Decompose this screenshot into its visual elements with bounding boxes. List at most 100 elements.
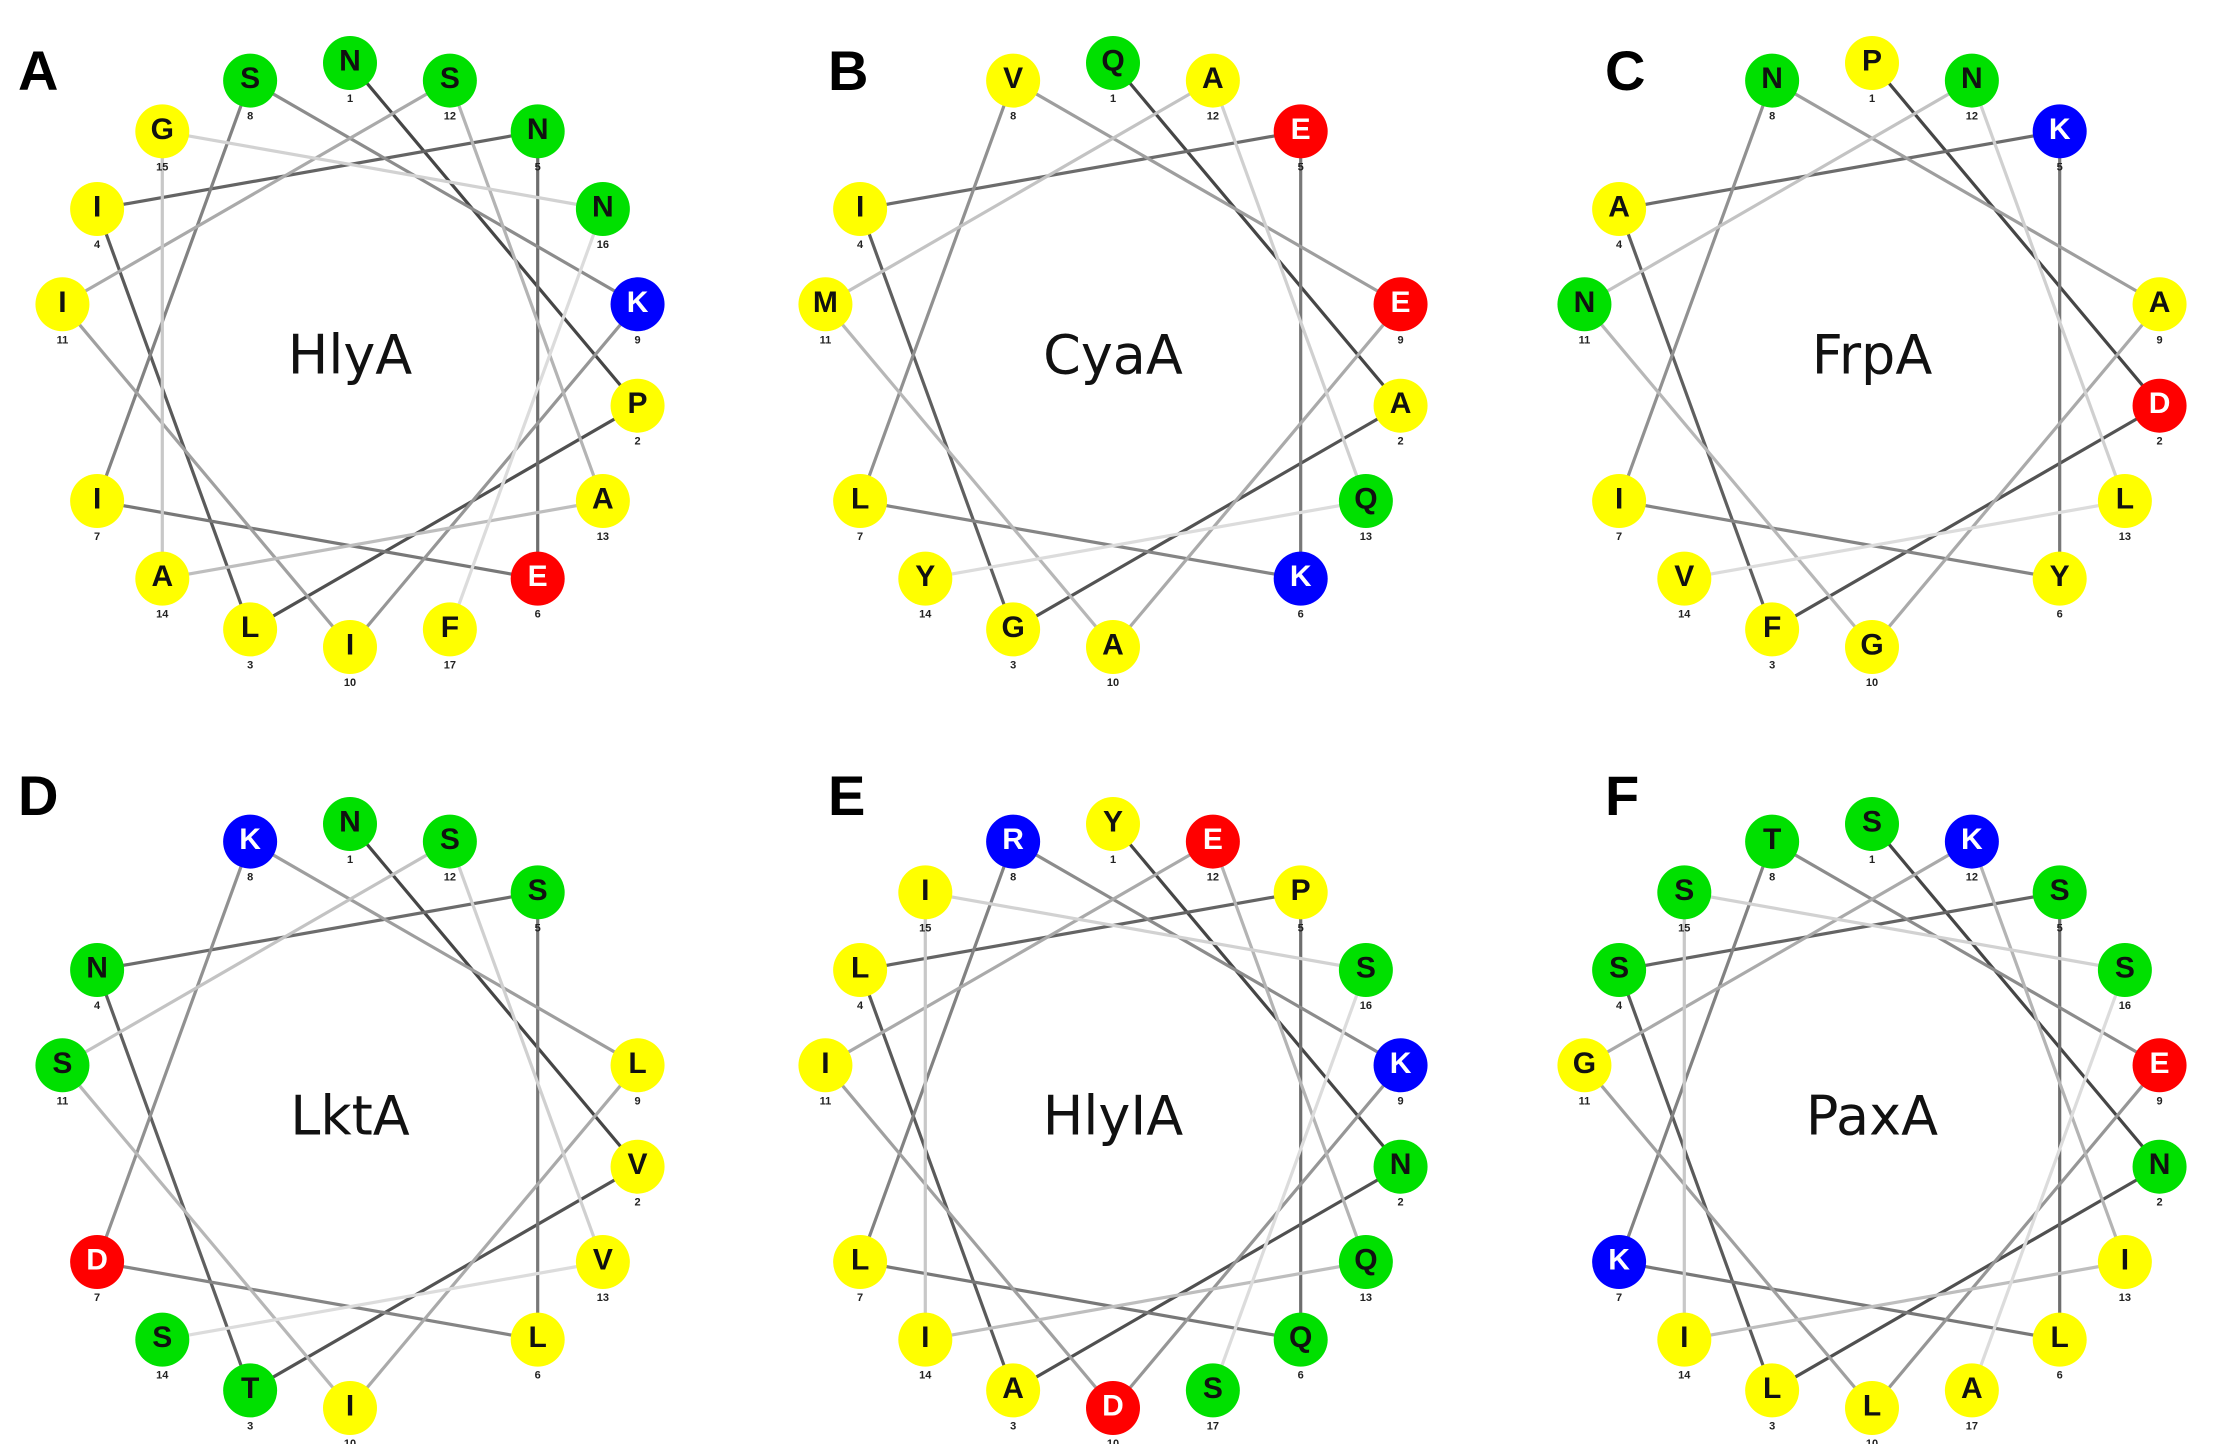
helix-connection-line (1618, 1260, 2060, 1342)
residue: R8 (986, 814, 1041, 884)
residue: L3 (223, 602, 278, 671)
residue: S11 (35, 1038, 90, 1107)
residue-number: 4 (857, 239, 864, 251)
residue-number: 13 (2119, 1292, 2131, 1304)
residue-circle (1845, 36, 1899, 90)
residue-letter: Y (915, 560, 935, 593)
helix-connection-line (1012, 79, 1402, 306)
residue-letter: N (1390, 1148, 1412, 1181)
residue-number: 1 (347, 93, 353, 105)
residue-number: 12 (1966, 872, 1978, 884)
residue-letter: L (851, 483, 869, 516)
helix-connection-line (1870, 822, 2161, 1168)
residue-letter: S (2050, 874, 2070, 907)
helix-connections (61, 822, 639, 1410)
helix-connection-line (1583, 1064, 1874, 1410)
residue-number: 4 (857, 1000, 864, 1012)
residue-circle (833, 943, 888, 997)
helix-connection-line (859, 129, 1301, 211)
residue-circle (135, 104, 190, 159)
residue-number: 7 (1616, 1292, 1622, 1304)
residue-number: 4 (94, 1000, 101, 1012)
residue-letter: Y (2050, 560, 2070, 593)
helix-connections (1583, 822, 2161, 1410)
helix-connections (824, 61, 1402, 649)
residue-number: 8 (247, 872, 253, 884)
residue-letter: M (813, 286, 838, 319)
residue: V14 (1657, 551, 1712, 621)
residue: K9 (610, 277, 665, 346)
helix-connection-line (1211, 969, 1368, 1391)
panel-letter: B (828, 39, 868, 102)
residue-letter: S (440, 62, 460, 95)
residue-circle (1086, 36, 1140, 90)
residue-letter: G (1860, 629, 1883, 662)
residue-number: 11 (820, 1095, 832, 1107)
residue-circle (510, 865, 565, 920)
residue-circle (1338, 1235, 1393, 1289)
residue: N16 (575, 182, 630, 251)
residue-circle (1845, 1381, 1899, 1435)
panel-e: EHlyIAY1N2A3L4P5Q6L7R8K9D10I11E12Q13I14I… (798, 764, 1428, 1444)
residue-circle (422, 814, 477, 869)
residue-letter: V (628, 1148, 648, 1181)
residue-number: 5 (1298, 161, 1304, 173)
residue-circle (1657, 551, 1712, 606)
residue-letter: Q (1289, 1321, 1312, 1354)
residue: N8 (1745, 53, 1800, 123)
residue: N2 (1373, 1139, 1428, 1209)
residue-letter: S (152, 1321, 172, 1354)
residue: S17 (1185, 1363, 1240, 1432)
helix-connection-line (348, 303, 639, 649)
residue-number: 9 (1398, 334, 1404, 346)
residue: I14 (898, 1312, 953, 1382)
residue-circle (2097, 943, 2152, 997)
residue-circle (70, 474, 125, 528)
helix-connection-line (348, 822, 639, 1168)
residue-letter: I (93, 191, 101, 224)
residue-circle (323, 797, 377, 851)
residue-number: 14 (1678, 1370, 1691, 1382)
residue-circle (1086, 1381, 1140, 1435)
residue-letter: I (856, 191, 864, 224)
residue: V13 (575, 1235, 630, 1304)
residue: S12 (422, 814, 477, 884)
helix-connection-line (162, 129, 604, 211)
helix-connection-line (61, 79, 451, 306)
residue: I14 (1657, 1312, 1712, 1382)
residue: N5 (510, 104, 565, 173)
residue-letter: E (1391, 286, 1411, 319)
residue-number: 13 (1360, 1292, 1372, 1304)
helix-name: HlyA (288, 324, 413, 387)
residue-letter: P (628, 387, 648, 420)
residue-number: 16 (597, 239, 609, 251)
helix-connection-line (95, 969, 252, 1391)
residue-number: 13 (1360, 531, 1372, 543)
panel-letter: C (1605, 39, 1645, 102)
residue: F3 (1745, 602, 1800, 671)
residue-letter: K (1290, 560, 1312, 593)
residue-letter: Q (1354, 1244, 1377, 1277)
residue-circle (2132, 1038, 2187, 1093)
residue-letter: V (593, 1244, 613, 1277)
helix-connection-line (1111, 1064, 1402, 1410)
helix-connection-line (348, 61, 639, 407)
residue-number: 5 (2057, 922, 2063, 934)
helix-connection-line (824, 840, 1214, 1067)
residue-circle (1185, 53, 1240, 108)
residue-number: 11 (57, 1095, 69, 1107)
residue-circle (2097, 1235, 2152, 1289)
residue: S8 (223, 53, 278, 123)
residue-number: 11 (1579, 334, 1591, 346)
helix-connection-line (1618, 499, 2060, 581)
residue: G10 (1845, 620, 1899, 689)
residue-circle (1338, 474, 1393, 528)
residue-number: 7 (1616, 531, 1622, 543)
helix-connections (61, 61, 639, 649)
residue-number: 8 (1769, 872, 1775, 884)
residue-circle (2097, 474, 2152, 528)
residue-number: 5 (535, 161, 541, 173)
residue-circle (1373, 1038, 1428, 1093)
helix-connection-line (95, 80, 252, 502)
panel-letter: E (828, 764, 865, 827)
